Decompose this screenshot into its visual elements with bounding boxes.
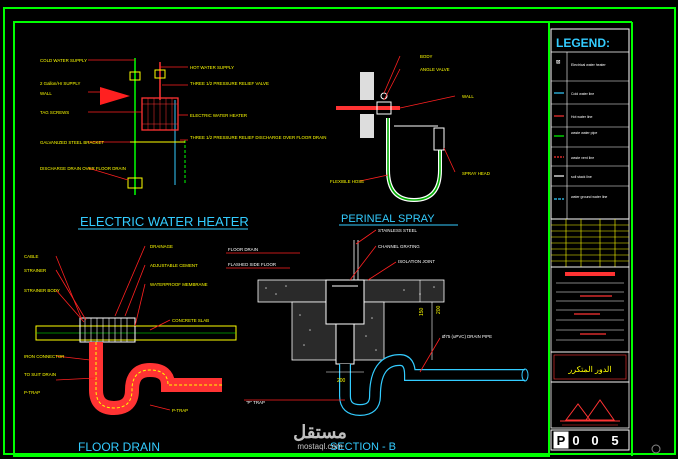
sheet-prefix: P bbox=[557, 433, 566, 448]
sec-label-isolation: ISOLATION JOINT bbox=[398, 259, 435, 264]
sec-label-grating: CHANNEL GRATING bbox=[378, 244, 420, 249]
sec-dim-200-bottom: 200 bbox=[337, 378, 346, 384]
spray-title: PERINEAL SPRAY bbox=[341, 213, 435, 225]
floor-drain-p-trap bbox=[89, 342, 222, 416]
fd-label-iron: IRON CONNECTOR bbox=[24, 354, 64, 359]
watermark-domain: mostaql.com bbox=[297, 442, 343, 451]
legend-item-1: Electrical water heater bbox=[571, 63, 606, 67]
fd-label-waterproof: WATERPROOF MEMBRANE bbox=[150, 282, 208, 287]
spray-label-spray-head: SPRAY HEAD bbox=[462, 171, 490, 176]
heater-label-cold-water: COLD WATER SUPPLY bbox=[40, 58, 87, 63]
heater-label-relief: THREE 1/2 PRESSURE RELIEF DISCHARGE OVER… bbox=[190, 135, 326, 140]
sheet-digit-1: 0 bbox=[572, 433, 579, 448]
sec-dim-150: 150 bbox=[419, 307, 425, 316]
fd-label-concrete: CONCRETE SLAB bbox=[172, 318, 209, 323]
fd-label-cable: CABLE bbox=[24, 254, 38, 259]
legend-item-2: Cold water line bbox=[571, 92, 594, 96]
fd-label-strainer-body: STRAINER BODY bbox=[24, 288, 60, 293]
legend-panel: LEGEND: ⊠ Electrical water heater Cold w… bbox=[550, 28, 630, 220]
company-logo bbox=[560, 399, 620, 426]
fd-label-to-drain: TO SUIT DRAIN bbox=[24, 372, 56, 377]
spray-wall-upper bbox=[360, 72, 374, 100]
fd-label-drainage: DRAINAGE bbox=[150, 244, 173, 249]
sheet-digit-3: 5 bbox=[611, 433, 618, 448]
floor-drain-title: FLOOR DRAIN bbox=[78, 440, 160, 454]
heater-label-bracket: GALVANIZED STEEL BRACKET bbox=[40, 140, 104, 145]
sec-label-stainless: STAINLESS STEEL bbox=[378, 228, 418, 233]
heater-label-hot-water: HOT WATER SUPPLY bbox=[190, 65, 234, 70]
drawing-frame bbox=[13, 21, 550, 457]
electric-water-heater-detail: COLD WATER SUPPLY HOT WATER SUPPLY THREE… bbox=[40, 58, 326, 230]
fd-label-p-trap-right: P-TRAP bbox=[172, 408, 188, 413]
corner-circle-icon bbox=[651, 444, 661, 454]
outer-frame bbox=[3, 7, 676, 455]
fd-label-strainer: STRAINER bbox=[24, 268, 46, 273]
floor-drain-detail: CABLE STRAINER STRAINER BODY IRON CONNEC… bbox=[24, 244, 237, 454]
sec-label-flashing: FLASHED SIDE FLOOR bbox=[228, 262, 276, 267]
legend-item-4: waste water pipe bbox=[571, 131, 597, 135]
sec-dim-200-right: 200 bbox=[436, 305, 442, 314]
perineal-spray-detail: BODY ANGLE VALVE WALL FLEXIBLE HOSE SPRA… bbox=[330, 54, 490, 226]
heater-label-tag: TAG SCREWS bbox=[40, 110, 69, 115]
sec-label-floor-drain: FLOOR DRAIN bbox=[228, 247, 258, 252]
heater-label-unit: ELECTRIC WATER HEATER bbox=[190, 113, 247, 118]
sec-label-drain-pipe: Ø75 (uPVC) DRAIN PIPE bbox=[442, 334, 492, 339]
sheet-arabic-title: الدور المتكرر bbox=[567, 365, 611, 374]
mostaql-watermark: مستقل mostaql.com bbox=[293, 422, 347, 451]
legend-title: LEGEND: bbox=[556, 36, 610, 50]
fd-label-adjustable: ADJUSTABLE CEMENT bbox=[150, 263, 198, 268]
legend-item-7: water ground water line bbox=[571, 195, 607, 199]
spray-label-angle-valve: ANGLE VALVE bbox=[420, 67, 450, 72]
spray-label-hose: FLEXIBLE HOSE bbox=[330, 179, 364, 184]
spray-label-wall: WALL bbox=[462, 94, 474, 99]
legend-item-3: Hot water line bbox=[571, 115, 592, 119]
heater-label-drain: DISCHARGE DRAIN OVER FLOOR DRAIN bbox=[40, 166, 126, 171]
spray-label-body: BODY bbox=[420, 54, 433, 59]
heater-label-wall: WALL bbox=[40, 91, 52, 96]
fd-label-p-trap-left: P-TRAP bbox=[24, 390, 40, 395]
heater-label-valve: THREE 1/2 PRESSURE RELIEF VALVE bbox=[190, 81, 269, 86]
legend-symbol-heater: ⊠ bbox=[556, 58, 560, 66]
wall-arrow bbox=[100, 87, 130, 105]
section-title: SECTION - B bbox=[330, 441, 396, 453]
watermark-brand: مستقل bbox=[293, 422, 347, 442]
heater-title: ELECTRIC WATER HEATER bbox=[80, 214, 249, 229]
legend-item-5: waste vent line bbox=[571, 156, 594, 160]
sec-label-p-trap: "P" TRAP bbox=[246, 400, 265, 405]
section-b-detail: FLOOR DRAIN FLASHED SIDE FLOOR STAINLESS… bbox=[226, 228, 529, 453]
spray-wall-lower bbox=[360, 114, 374, 138]
spray-head-body bbox=[433, 127, 445, 151]
sheet-digit-2: 0 bbox=[591, 433, 598, 448]
legend-item-6: soil stack line bbox=[571, 175, 592, 179]
title-block: الدور المتكرر P 0 0 5 bbox=[550, 218, 630, 451]
heater-label-supply: 2 Gallon/Hr SUPPLY bbox=[40, 81, 80, 86]
